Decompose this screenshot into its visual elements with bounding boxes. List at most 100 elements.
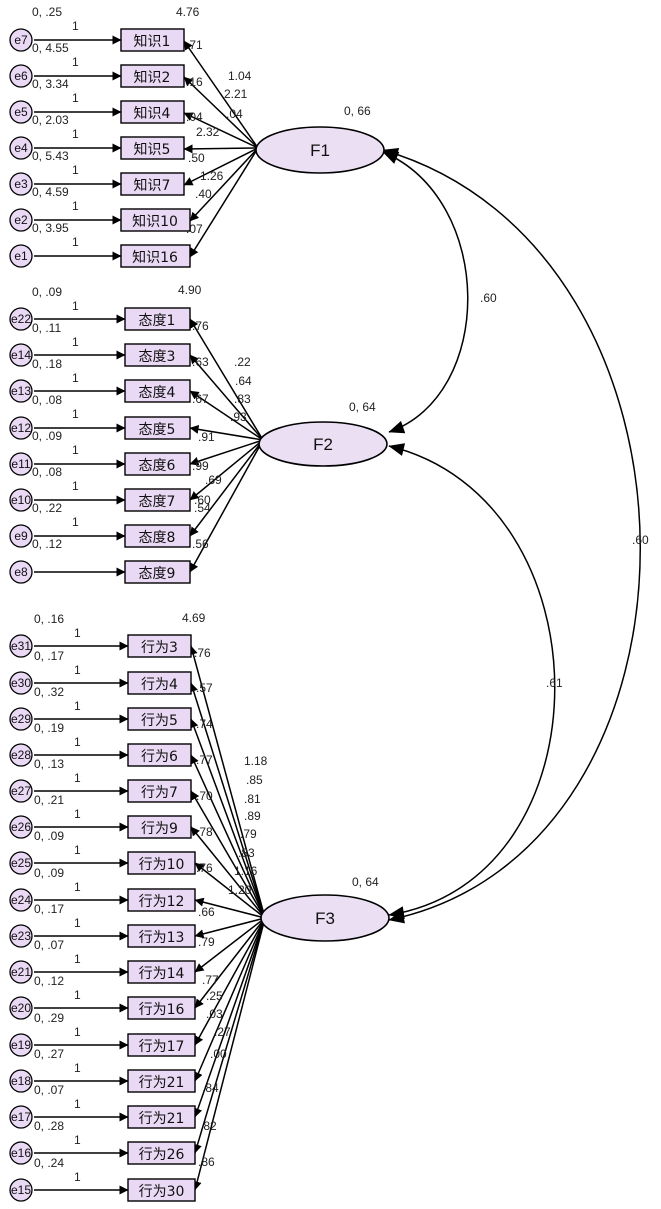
error-path-label: 1 [72,443,79,457]
error-term[interactable]: e16 [9,1141,33,1165]
error-term[interactable]: e3 [9,172,33,196]
error-term-label: e20 [11,1001,31,1015]
loading-label: .93 [230,410,247,424]
observed-variable[interactable]: 知识16 [120,244,191,268]
error-term-label: e8 [14,565,28,579]
loading-line [183,147,259,186]
observed-variable[interactable]: 态度5 [124,416,191,440]
observed-variable[interactable]: 知识1 [120,28,185,52]
error-term[interactable]: e18 [9,1069,33,1093]
observed-variable[interactable]: 行为17 [127,1033,196,1057]
latent-factor-f3[interactable] [260,894,390,942]
observed-variable-label: 行为4 [141,677,178,693]
observed-variable-label: 行为14 [139,966,185,982]
error-term[interactable]: e27 [9,779,33,803]
error-term[interactable]: e15 [9,1178,33,1202]
loading-line [190,754,266,919]
observed-variable-label: 行为16 [139,1002,185,1018]
observed-variable[interactable]: 行为26 [127,1141,196,1165]
error-term-label: e4 [14,141,28,155]
loading-label: .60 [194,493,211,507]
error-term[interactable]: e25 [9,851,33,875]
observed-variable[interactable]: 态度8 [124,524,191,548]
error-term[interactable]: e1 [9,244,33,268]
loading-line [194,862,266,919]
error-term[interactable]: e21 [9,960,33,984]
observed-variable[interactable]: 知识2 [120,64,185,88]
loading-label: .89 [244,809,261,823]
error-term-label: e6 [14,69,28,83]
observed-variable[interactable]: 态度6 [124,452,191,476]
loading-line [189,439,264,501]
observed-variable[interactable]: 行为6 [127,743,192,767]
factor-variance-f3: 0, 64 [352,875,379,889]
error-term[interactable]: e28 [9,743,33,767]
error-term[interactable]: e9 [9,524,33,548]
loading-line [192,917,266,1191]
error-term[interactable]: e31 [9,634,33,658]
observed-variable[interactable]: 态度1 [124,307,191,331]
observed-variable[interactable]: 知识10 [120,208,191,232]
observed-variable[interactable]: 行为12 [127,888,196,912]
observed-variable[interactable]: 行为3 [127,634,192,658]
observed-variable[interactable]: 行为30 [127,1178,196,1202]
observed-variable[interactable]: 态度4 [124,379,191,403]
latent-factor-f3-label: F3 [315,909,335,928]
observed-variable[interactable]: 行为21 [127,1069,196,1093]
error-term-label: e10 [11,493,31,507]
error-nodes: e7 e6 e5 e4 e3 e2 e1 e22 e14 e13 e12 e11 e10 e9 e8 [9,28,33,584]
error-term[interactable]: e30 [9,671,33,695]
error-term[interactable]: e17 [9,1105,33,1129]
residual-label: .82 [200,1119,217,1133]
observed-variable[interactable]: 行为14 [127,960,196,984]
error-term[interactable]: e8 [9,560,33,584]
observed-variable[interactable]: 行为9 [127,815,192,839]
error-term[interactable]: e5 [9,100,33,124]
error-term-label: e27 [11,784,31,798]
error-term[interactable]: e11 [9,452,33,476]
observed-variable[interactable]: 知识5 [120,136,185,160]
residual-label: .27 [214,1025,231,1039]
error-term[interactable]: e6 [9,64,33,88]
latent-factor-f1[interactable] [255,126,385,174]
observed-variable-label: 行为30 [139,1184,185,1200]
error-term[interactable]: e2 [9,208,33,232]
observed-variable[interactable]: 态度7 [124,488,191,512]
error-term[interactable]: e26 [9,815,33,839]
loading-line [189,682,266,919]
error-term[interactable]: e22 [9,307,33,331]
observed-variable[interactable]: 知识7 [120,172,185,196]
loading-label: 1.16 [234,864,258,878]
error-path-label: 1 [72,515,79,529]
observed-variable[interactable]: 行为5 [127,707,192,731]
latent-factor-f2[interactable] [258,421,388,467]
observed-variable[interactable]: 行为16 [127,996,196,1020]
loading-label: 2.21 [224,87,248,101]
error-term[interactable]: e7 [9,28,33,52]
observed-variable[interactable]: 行为10 [127,851,196,875]
observed-variable[interactable]: 行为21 [127,1105,196,1129]
observed-variable-label: 知识7 [134,177,171,194]
error-term[interactable]: e13 [9,379,33,403]
error-term[interactable]: e29 [9,707,33,731]
error-term[interactable]: e10 [9,488,33,512]
error-term[interactable]: e4 [9,136,33,160]
error-term[interactable]: e24 [9,888,33,912]
observed-variable[interactable]: 态度3 [124,343,191,367]
observed-variable[interactable]: 态度9 [124,560,191,584]
observed-variable[interactable]: 行为13 [127,924,196,948]
error-path-label: 1 [72,235,79,249]
error-term[interactable]: e12 [9,416,33,440]
residual-label: .79 [198,935,215,949]
error-term[interactable]: e14 [9,343,33,367]
error-term[interactable]: e20 [9,996,33,1020]
loading-label: .56 [192,537,209,551]
observed-variable-label: 知识16 [132,249,178,266]
error-term[interactable]: e23 [9,924,33,948]
error-term-label: e13 [11,384,31,398]
observed-variable[interactable]: 行为4 [127,671,192,695]
observed-variable[interactable]: 行为7 [127,779,192,803]
observed-variable[interactable]: 知识4 [120,100,185,124]
loading-line [194,917,266,1046]
error-term[interactable]: e19 [9,1033,33,1057]
